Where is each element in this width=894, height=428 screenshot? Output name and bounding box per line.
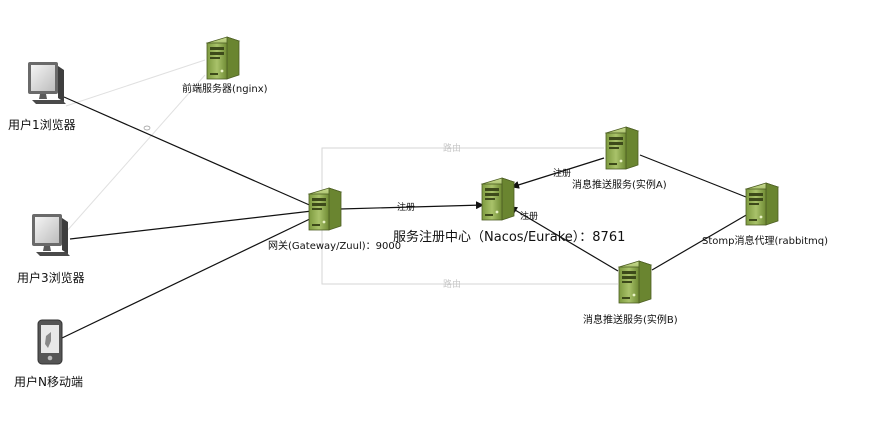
gateway-label: 网关(Gateway/Zuul)：9000 <box>268 239 401 252</box>
line-user1-gateway <box>63 96 315 208</box>
register-label-pushA: 注册 <box>553 167 571 179</box>
broker-label: Stomp消息代理(rabbitmq) <box>702 234 828 247</box>
mobile-phone-icon <box>37 319 63 365</box>
faint-line-user1-frontend <box>65 59 206 107</box>
client-connectors <box>61 96 315 339</box>
arrow-gateway-registry <box>339 201 484 210</box>
registry-server-icon <box>481 177 515 221</box>
user3-monitor-icon <box>32 214 70 256</box>
push-a-server-icon <box>605 126 639 170</box>
user3-label: 用户3浏览器 <box>17 270 85 285</box>
register-label-gateway: 注册 <box>397 201 415 213</box>
user3-client: 用户3浏览器 <box>17 214 85 285</box>
faint-connectors <box>65 59 206 233</box>
gateway-node: 网关(Gateway/Zuul)：9000 <box>268 187 401 252</box>
route-line-top <box>321 147 604 205</box>
arrow-pushA-registry <box>511 157 605 189</box>
push-service-b: 消息推送服务(实例B) <box>583 260 678 326</box>
line-user3-gateway <box>69 210 313 240</box>
arrow-pushB-registry <box>509 206 619 272</box>
faint-line-user3-frontend <box>65 74 206 233</box>
push-a-label: 消息推送服务(实例A) <box>572 178 667 191</box>
gateway-server-icon <box>308 187 342 231</box>
userN-label: 用户N移动端 <box>14 374 83 389</box>
userN-client: 用户N移动端 <box>14 319 83 389</box>
push-b-label: 消息推送服务(实例B) <box>583 313 678 326</box>
route-bottom-label: 路由 <box>443 278 461 290</box>
line-userN-gateway <box>61 216 315 339</box>
push-b-server-icon <box>618 260 652 304</box>
registry-node: 服务注册中心（Nacos/Eurake）：8761 <box>393 177 625 245</box>
line-pushB-broker <box>651 213 749 271</box>
route-loop: 路由 路由 <box>321 142 618 290</box>
broker-node: Stomp消息代理(rabbitmq) <box>702 182 828 247</box>
frontend-server: 前端服务器(nginx) <box>182 36 268 95</box>
line-pushA-broker <box>639 154 747 198</box>
push-service-a: 消息推送服务(实例A) <box>572 126 667 191</box>
user1-client: 用户1浏览器 <box>8 62 76 132</box>
frontend-server-label: 前端服务器(nginx) <box>182 82 268 95</box>
line-crossing-hop <box>143 125 151 131</box>
service-connectors: 注册 注册 注册 <box>339 154 749 272</box>
registry-label: 服务注册中心（Nacos/Eurake）：8761 <box>393 229 625 245</box>
route-top-label: 路由 <box>443 142 461 154</box>
route-line-bottom <box>321 230 618 285</box>
broker-server-icon <box>745 182 779 226</box>
user1-monitor-icon <box>28 62 66 104</box>
register-label-pushB: 注册 <box>520 210 538 222</box>
frontend-server-icon <box>206 36 240 80</box>
user1-label: 用户1浏览器 <box>8 117 76 132</box>
